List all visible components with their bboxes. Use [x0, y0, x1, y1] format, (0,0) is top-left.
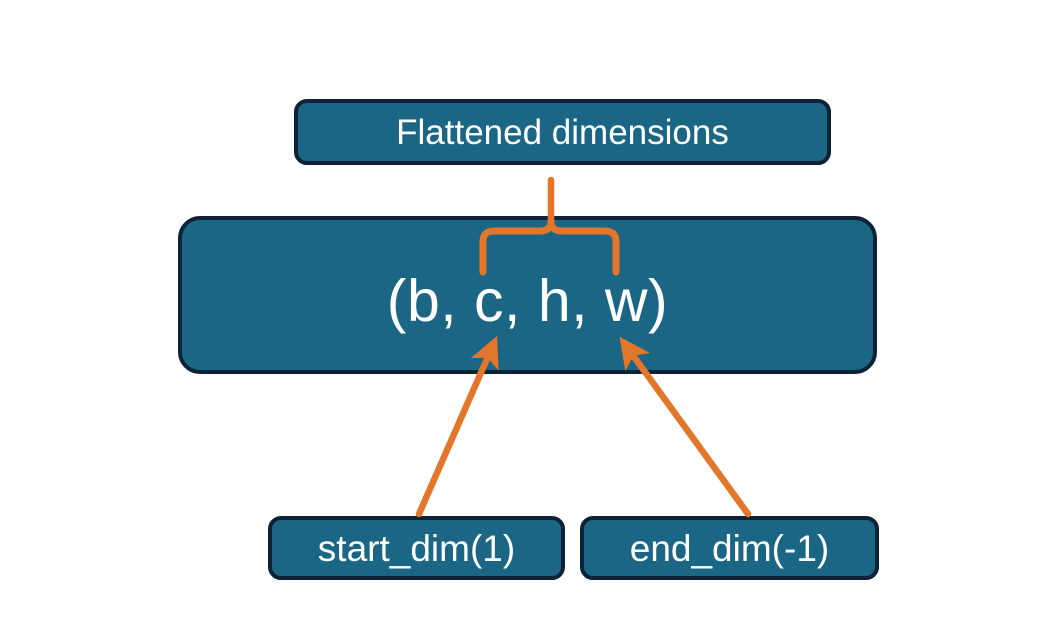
node-end-dim-label: end_dim(-1): [629, 527, 830, 569]
node-start-dim[interactable]: start_dim(1): [268, 516, 565, 580]
node-flattened-dimensions-label: Flattened dimensions: [396, 112, 729, 152]
node-flattened-dimensions[interactable]: Flattened dimensions: [294, 99, 831, 165]
node-start-dim-label: start_dim(1): [317, 527, 516, 569]
node-tensor-shape[interactable]: (b, c, h, w): [178, 216, 877, 374]
node-end-dim[interactable]: end_dim(-1): [580, 516, 879, 580]
node-tensor-shape-label: (b, c, h, w): [386, 267, 669, 334]
